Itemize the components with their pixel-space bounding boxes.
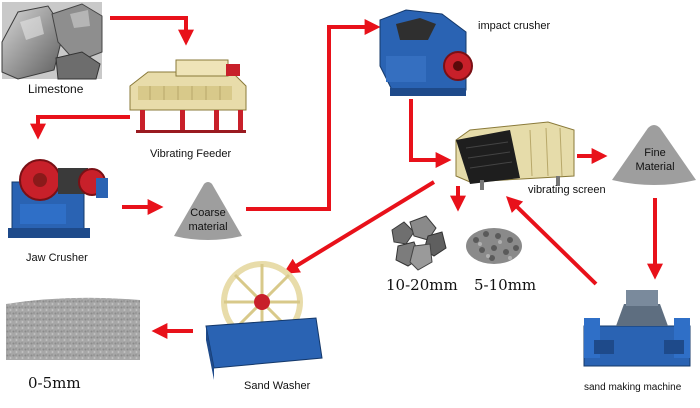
arrow-feeder-to-jaw [30,115,130,140]
label-fine-material: Fine Material [635,147,675,173]
limestone-image [1,2,103,80]
label-limestone: Limestone [28,82,84,96]
label-impact-crusher: impact crusher [478,20,551,32]
coarse-material-pile [174,182,242,240]
arrow-coarse-to-impact [246,19,381,211]
arrow-impact-to-screen [409,99,452,168]
label-size-10-20mm: 10-20mm [386,276,458,294]
stones-5-10mm [466,228,522,264]
label-vibrating-screen: vibrating screen [528,184,606,196]
label-size-0-5mm: 0-5mm [28,374,81,392]
sand-0-5mm-image [6,297,140,360]
label-sand-making-machine: sand making machine [584,382,682,393]
stones-10-20mm [391,215,447,271]
impact-crusher-image [379,9,473,96]
arrow-sandmaker-to-screen [505,196,598,286]
label-jaw-crusher: Jaw Crusher [26,252,88,264]
label-size-5-10mm: 5-10mm [474,276,537,294]
flow-arrows [30,16,663,339]
label-vibrating-feeder: Vibrating Feeder [150,148,232,160]
arrow-limestone-to-feeder [110,16,194,46]
label-sand-washer: Sand Washer [244,380,311,392]
label-coarse-material: Coarse material [188,207,228,233]
jaw-crusher-image [8,159,108,238]
arrow-screen-to-washer [283,180,436,274]
vibrating-screen-image [455,121,575,190]
sand-washer-image [205,261,323,380]
vibrating-feeder-image [129,59,247,133]
sand-making-machine-image [583,290,691,367]
fine-material-pile [612,125,696,185]
